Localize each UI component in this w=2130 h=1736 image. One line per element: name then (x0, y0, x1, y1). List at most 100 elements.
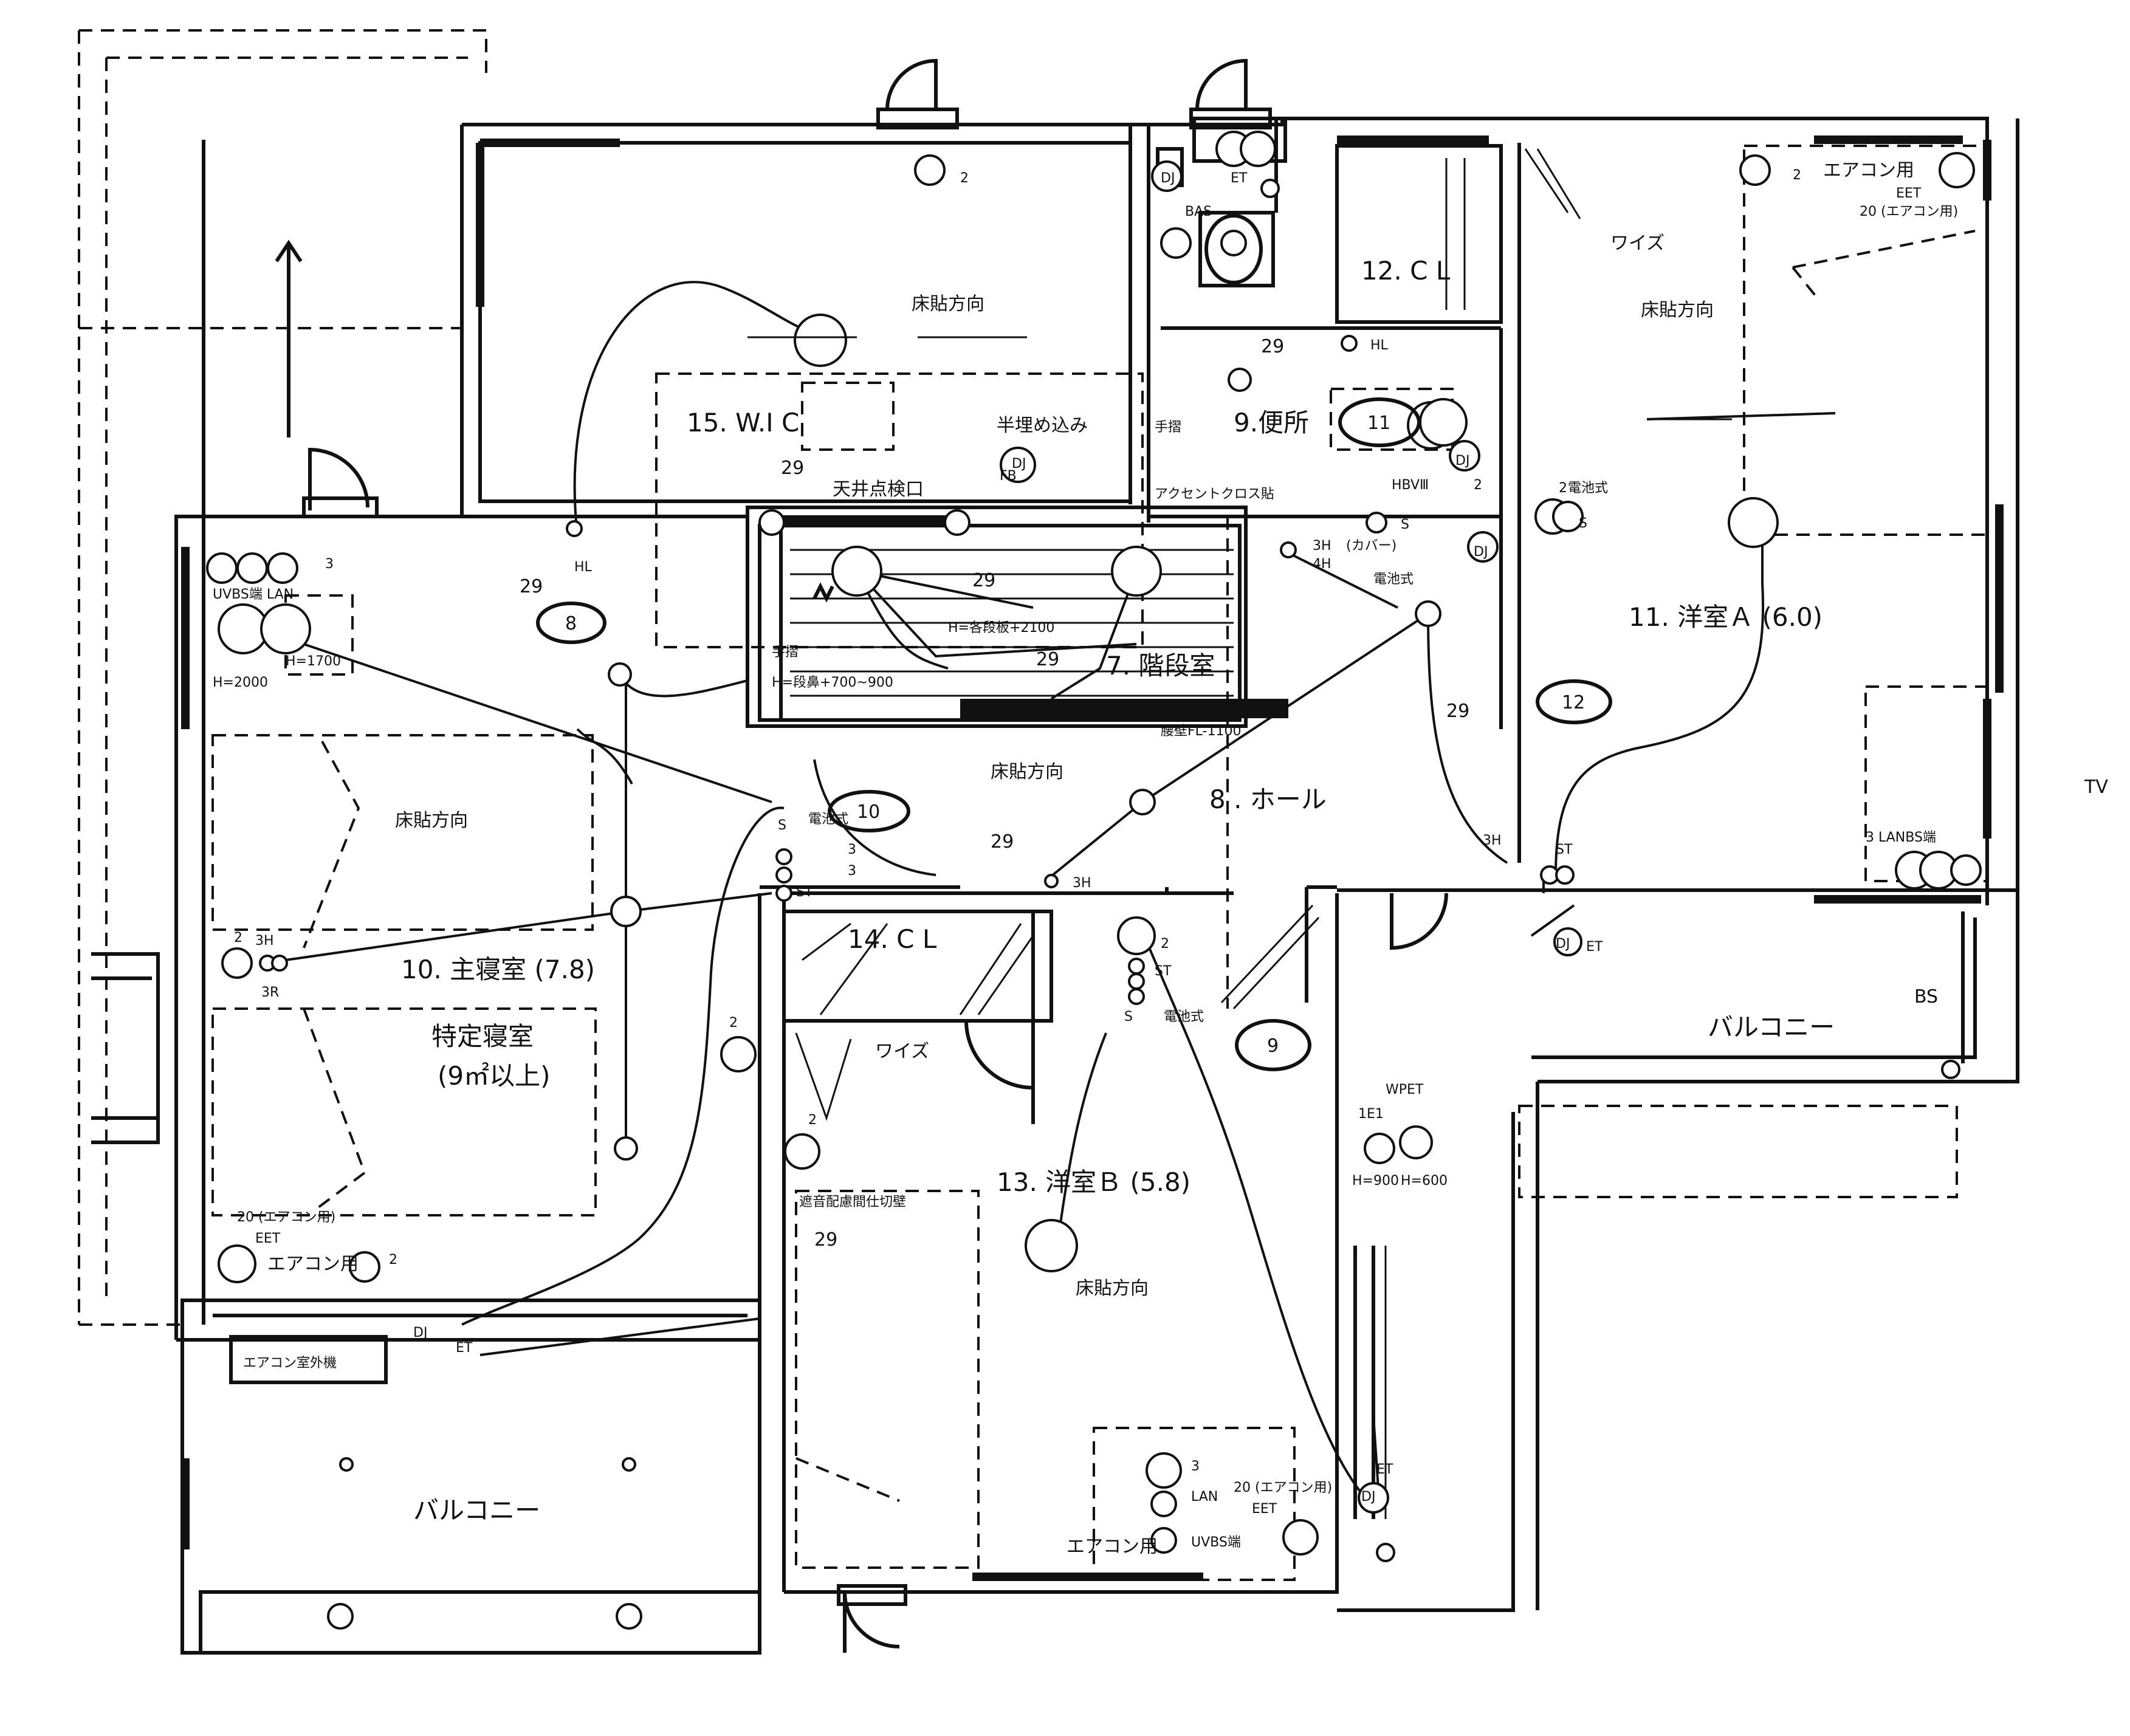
label-hl-master: HL (574, 560, 593, 575)
label-wpet: WPET (1386, 1082, 1424, 1097)
room-labels: 15. W.I C 9.便所 12. C L 11. 洋室Ａ (6.0) 7. … (401, 256, 1835, 1525)
floor-direction-hall: 床貼方向 (991, 761, 1063, 783)
label-h600: H=600 (1401, 1173, 1448, 1189)
label-switch-a: S (1579, 516, 1587, 531)
circle-number-10: 10 (857, 801, 880, 823)
label-bs: BS (1914, 986, 1938, 1007)
label-soundproof: 遮音配慮間仕切壁 (799, 1195, 906, 1210)
label-1e1: 1E1 (1358, 1106, 1384, 1122)
label-aircon-outdoor: エアコン室外機 (243, 1356, 337, 1371)
circled-numbers: 8 10 11 12 9 (536, 397, 1612, 1071)
label-switch-b: S (1124, 1009, 1133, 1024)
label-et-a: ET (1586, 939, 1603, 955)
label-aircon-master: エアコン用 (267, 1254, 359, 1275)
label-dj-toilet: DJ (1161, 171, 1175, 186)
label-eet-master: EET (255, 1231, 281, 1246)
label-battery-hall: 電池式 (1373, 572, 1414, 587)
label-h900: H=900 (1352, 1173, 1399, 1189)
room-stair: 7. 階段室 (1106, 651, 1215, 681)
label-2-master: 2 (729, 1015, 738, 1031)
label-eet-a: EET (1896, 186, 1922, 201)
circle-number-12: 12 (1562, 692, 1585, 713)
label-et-balcony: ET (456, 1340, 473, 1356)
label-3-b: 3 (1191, 1459, 1200, 1474)
label-2-wic: 2 (960, 171, 969, 186)
label-h2000: H=2000 (213, 675, 268, 690)
label-dj-a: DJ (1556, 936, 1570, 952)
room-western-a: 11. 洋室Ａ (6.0) (1629, 602, 1823, 632)
label-hl-toilet: HL (1370, 338, 1389, 353)
label-hbv: HBVⅢ (1392, 478, 1429, 493)
label-2-a-2: 2 (1559, 481, 1567, 496)
closet-details (303, 148, 1581, 1519)
label-29-h: 29 (814, 1229, 837, 1251)
label-wise-a: ワイズ (1610, 233, 1664, 254)
label-29-g: 29 (1446, 701, 1469, 722)
floor-direction-b: 床貼方向 (1076, 1278, 1149, 1299)
staircase (758, 515, 1288, 722)
label-et-b: ET (1376, 1462, 1393, 1477)
electrical-symbols (206, 131, 1982, 1630)
label-ceiling-hatch: 天井点検口 (833, 479, 924, 500)
room-special-area: (9㎡以上) (438, 1061, 551, 1091)
label-st-a: ST (1556, 842, 1573, 857)
label-2-master-2: 2 (389, 1252, 397, 1268)
label-29-e: 29 (991, 831, 1014, 853)
circle-number-11: 11 (1367, 413, 1390, 434)
label-tv: TV (2084, 777, 2108, 798)
room-toilet: 9.便所 (1234, 408, 1309, 437)
circle-number-8: 8 (565, 613, 577, 634)
label-koshikabe: 腰壁FL-1100 (1161, 724, 1241, 739)
room-western-b: 13. 洋室Ｂ (5.8) (997, 1167, 1190, 1197)
circle-number-9: 9 (1267, 1035, 1279, 1057)
label-3-master-3: 3 (325, 557, 334, 572)
label-switch-master: S (778, 818, 786, 833)
annotation-labels: 床貼方向 床貼方向 床貼方向 床貼方向 床貼方向 ワイズ ワイズ 半埋め込み 天… (213, 160, 2108, 1557)
label-handrail: 手摺 (772, 645, 799, 660)
walls (78, 29, 2019, 1655)
label-29-f: 29 (1261, 336, 1284, 357)
label-3h-master: 3H (255, 933, 274, 949)
label-3h-hall: 3H (1313, 538, 1331, 554)
label-4h-hall: 4H (1313, 557, 1331, 572)
floor-direction-a: 床貼方向 (1641, 300, 1714, 321)
label-3-master-2: 3 (848, 863, 856, 879)
label-29-b: 29 (520, 576, 543, 597)
label-dj-wic: DJ (1012, 456, 1026, 472)
label-uvbs-b: UVBS端 (1191, 1535, 1241, 1550)
label-2-toilet: 2 (1474, 478, 1482, 493)
room-hall: 8 . ホール (1209, 784, 1327, 814)
label-29-a: 29 (781, 458, 804, 479)
label-handrail-toilet: 手摺 (1155, 420, 1181, 435)
label-3r-master: 3R (261, 985, 279, 1000)
label-uvbs-lan: UVBS端 LAN (213, 587, 294, 602)
room-closet-12: 12. C L (1361, 256, 1451, 286)
floor-direction-master: 床貼方向 (395, 810, 468, 831)
room-wic: 15. W.I C (687, 408, 799, 437)
label-h1700: H=1700 (286, 654, 341, 669)
label-2-b-2: 2 (1161, 936, 1169, 952)
label-aircon-20-master: 20 (エアコン用) (237, 1210, 335, 1225)
label-2-a: 2 (1793, 168, 1801, 183)
aircon-outdoor-unit (229, 1335, 388, 1384)
label-3-master: 3 (848, 842, 856, 857)
label-st-b: ST (1155, 964, 1172, 979)
label-accent-cloth: アクセントクロス貼 (1155, 487, 1274, 502)
doors (91, 58, 1448, 1653)
label-aircon-b: エアコン用 (1067, 1536, 1158, 1557)
label-fb: FB (1000, 468, 1017, 484)
label-cover: (カバー) (1346, 538, 1397, 554)
arrows (275, 239, 1732, 437)
label-dj-balcony: DJ (413, 1325, 427, 1340)
room-special-bedroom: 特定寝室 (431, 1021, 534, 1051)
label-29-c: 29 (972, 570, 995, 591)
dashed-lines (211, 145, 1988, 1581)
label-3h-hall-3: 3H (1073, 876, 1091, 891)
label-bas: BAS (1185, 204, 1212, 219)
room-balcony-right: バルコニー (1708, 1012, 1835, 1042)
label-battery-b: 電池式 (1164, 1009, 1204, 1024)
label-h-handrail: H=段鼻+700~900 (772, 675, 893, 690)
label-29-d: 29 (1036, 649, 1059, 670)
room-closet-14: 14. C L (848, 924, 937, 954)
